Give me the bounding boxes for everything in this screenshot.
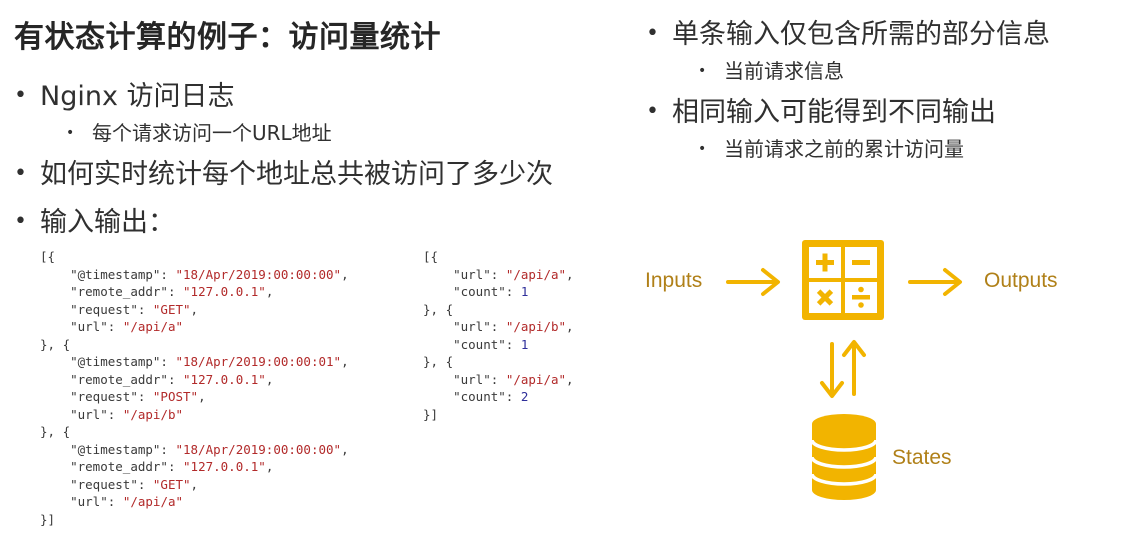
- output-1-count: 1: [520, 336, 529, 352]
- arrow-right-icon: [726, 268, 780, 296]
- input-1-timestamp: "18/Apr/2019:00:00:01": [175, 354, 342, 369]
- bullet-partial-info: • 单条输入仅包含所需的部分信息: [646, 12, 1050, 51]
- input-0-remote-addr: "127.0.0.1": [183, 284, 266, 299]
- output-0-count: 1: [520, 284, 529, 299]
- output-2-url: "/api/a": [505, 371, 567, 387]
- sub-bullet-current-request: • 当前请求信息: [698, 55, 844, 84]
- bullet-realtime-count: • 如何实时统计每个地址总共被访问了多少次: [14, 152, 553, 191]
- bullet-text: 如何实时统计每个地址总共被访问了多少次: [40, 159, 553, 190]
- bullet-same-input-diff-output: • 相同输入可能得到不同输出: [646, 90, 996, 129]
- slide-title: 有状态计算的例子：访问量统计: [14, 20, 441, 55]
- sub-bullet-accumulated: • 当前请求之前的累计访问量: [698, 133, 964, 162]
- input-0-url: "/api/a": [122, 319, 184, 334]
- inputs-label: Inputs: [645, 269, 703, 292]
- bullet-text: 当前请求之前的累计访问量: [724, 137, 964, 161]
- bullet-icon: •: [646, 21, 659, 46]
- database-icon: [810, 414, 878, 500]
- bullet-icon: •: [14, 161, 27, 186]
- bullet-text: Nginx 访问日志: [40, 81, 235, 112]
- arrow-up-down-icon: [820, 340, 866, 398]
- output-1-url: "/api/b": [505, 319, 567, 334]
- outputs-label: Outputs: [984, 269, 1058, 292]
- bullet-text: 每个请求访问一个URL地址: [92, 121, 332, 145]
- output-0-url: "/api/a": [505, 266, 567, 282]
- bullet-text: 输入输出：: [40, 207, 175, 238]
- input-1-url: "/api/b": [122, 406, 184, 422]
- input-json-block: [{ "@timestamp": "18/Apr/2019:00:00:00",…: [40, 249, 349, 527]
- states-label: States: [892, 446, 952, 469]
- input-1-request: "POST": [152, 389, 199, 404]
- bullet-text: 当前请求信息: [724, 59, 844, 83]
- arrow-right-icon: [908, 268, 962, 296]
- bullet-icon: •: [698, 63, 707, 79]
- input-0-request: "GET": [152, 301, 191, 317]
- input-0-timestamp: "18/Apr/2019:00:00:00": [175, 266, 342, 282]
- input-2-url: "/api/a": [122, 494, 184, 509]
- bullet-icon: •: [14, 209, 27, 234]
- input-2-timestamp: "18/Apr/2019:00:00:00": [175, 441, 342, 457]
- output-2-count: 2: [520, 389, 529, 404]
- bullet-text: 单条输入仅包含所需的部分信息: [672, 19, 1050, 50]
- bullet-text: 相同输入可能得到不同输出: [672, 97, 996, 128]
- output-json-block: [{ "url": "/api/a", "count": 1 }, { "url…: [423, 249, 574, 422]
- bullet-icon: •: [66, 125, 75, 141]
- bullet-icon: •: [14, 83, 27, 108]
- input-2-remote-addr: "127.0.0.1": [183, 459, 266, 474]
- calculator-icon: [802, 240, 884, 320]
- bullet-icon: •: [698, 141, 707, 157]
- input-2-request: "GET": [152, 476, 191, 492]
- bullet-icon: •: [646, 99, 659, 124]
- bullet-io: • 输入输出：: [14, 200, 175, 239]
- input-1-remote-addr: "127.0.0.1": [183, 371, 266, 387]
- bullet-nginx-log: • Nginx 访问日志: [14, 74, 235, 113]
- sub-bullet-url: • 每个请求访问一个URL地址: [66, 117, 332, 146]
